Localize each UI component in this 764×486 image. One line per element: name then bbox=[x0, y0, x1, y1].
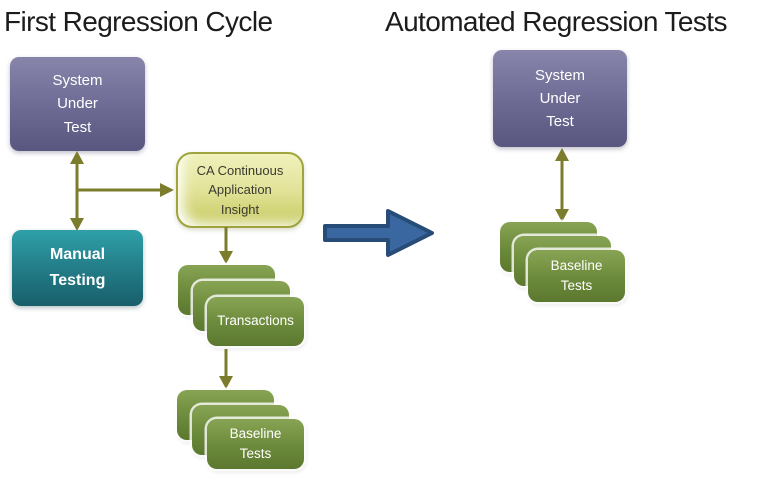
manual-testing-line1: Manual bbox=[49, 246, 106, 264]
baseline-left-line1: Baseline bbox=[229, 425, 282, 441]
manual-testing-line2: Testing bbox=[49, 272, 106, 289]
baseline-tests-stack-left: Baseline Tests bbox=[177, 390, 305, 470]
sut-left-line1: System bbox=[52, 72, 103, 90]
ca-insight-line1: CA Continuous bbox=[196, 162, 284, 178]
baseline-tests-card-right: Baseline Tests bbox=[528, 250, 625, 302]
transactions-card: Transactions bbox=[207, 297, 304, 346]
arrow-sut-to-ca bbox=[77, 183, 174, 197]
baseline-right-line2: Tests bbox=[560, 278, 593, 293]
arrow-ca-to-transactions bbox=[219, 227, 233, 264]
sut-left-line3: Test bbox=[63, 118, 92, 136]
ca-insight-line2: Application bbox=[208, 182, 272, 198]
baseline-tests-stack-right: Baseline Tests bbox=[500, 222, 626, 302]
transactions-stack: Transactions bbox=[178, 265, 305, 347]
transactions-label: Transactions bbox=[217, 313, 294, 329]
baseline-right-line1: Baseline bbox=[550, 257, 603, 273]
left-section-title: First Regression Cycle bbox=[4, 6, 273, 37]
ca-insight-box: CA Continuous Application Insight bbox=[176, 152, 304, 228]
transition-arrow-icon bbox=[323, 209, 434, 257]
arrow-sut-baseline-bidirectional bbox=[555, 148, 569, 222]
sut-right-line3: Test bbox=[546, 113, 574, 131]
right-section-title: Automated Regression Tests bbox=[385, 6, 727, 37]
sut-right-line1: System bbox=[534, 66, 585, 84]
sut-left-line2: Under bbox=[57, 95, 98, 113]
baseline-tests-card-left: Baseline Tests bbox=[207, 419, 304, 469]
baseline-left-line2: Tests bbox=[239, 446, 272, 461]
manual-testing-box: Manual Testing bbox=[12, 230, 143, 306]
sut-right-line2: Under bbox=[539, 89, 581, 107]
ca-insight-line3: Insight bbox=[220, 201, 260, 217]
system-under-test-box-left: System Under Test bbox=[10, 57, 145, 151]
system-under-test-box-right: System Under Test bbox=[493, 50, 627, 147]
arrow-transactions-to-baseline bbox=[219, 349, 233, 389]
